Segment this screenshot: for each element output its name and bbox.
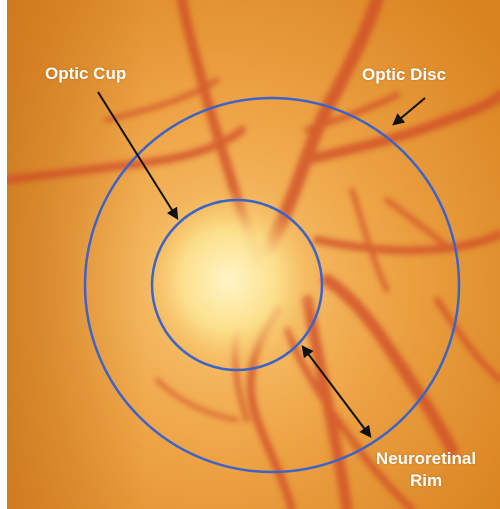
optic-disc-label: Optic Disc (362, 64, 446, 86)
optic-cup-area (141, 188, 317, 372)
neuroretinal-rim-label-line1: Neuroretinal (362, 448, 490, 470)
neuroretinal-rim-label: Neuroretinal Rim (362, 448, 490, 492)
optic-cup-label: Optic Cup (45, 63, 126, 85)
neuroretinal-rim-label-line2: Rim (362, 470, 490, 492)
